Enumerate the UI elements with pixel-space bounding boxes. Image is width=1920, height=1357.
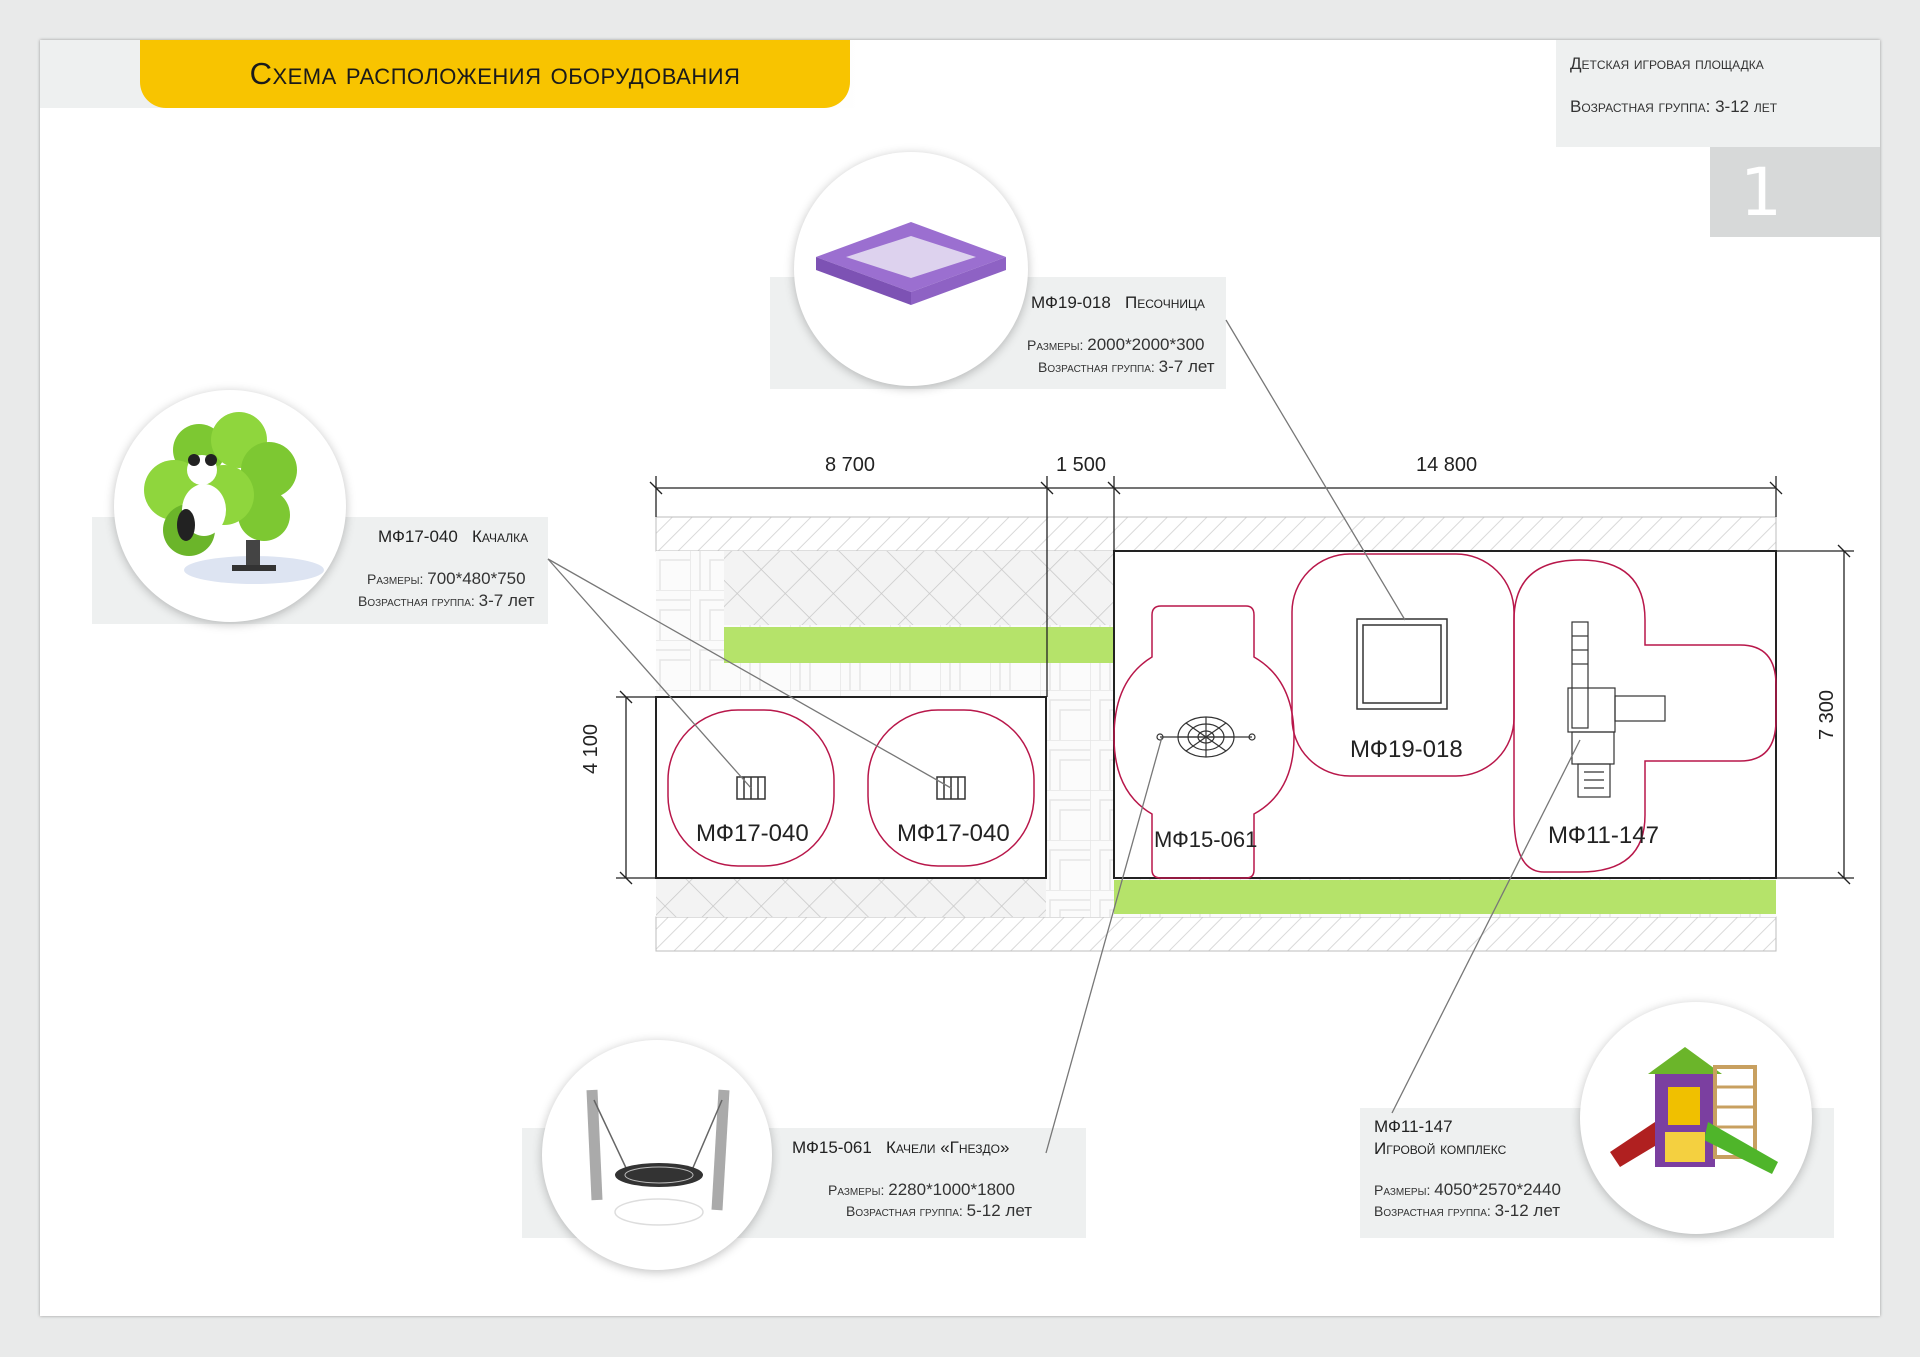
sandbox-size-label: Размеры: — [1027, 337, 1084, 353]
swing-image — [542, 1040, 772, 1270]
dim-top-right: 14 800 — [1416, 454, 1478, 476]
safety-zone-rocker-1 — [667, 709, 835, 867]
rocker-image — [114, 390, 346, 622]
zone-left — [655, 696, 1047, 879]
drawing-sheet: Схема расположения оборудования Детская … — [40, 40, 1880, 1316]
paving-top — [655, 516, 1777, 552]
dim-right: 7 300 — [1816, 689, 1838, 740]
info-line-1: Детская игровая площадка — [1570, 54, 1764, 73]
rocker-age-value: 3-7 лет — [478, 591, 535, 610]
complex-size-label: Размеры: — [1374, 1182, 1431, 1198]
rocker-name: Качалка — [472, 527, 529, 546]
swing-size-value: 2280*1000*1800 — [888, 1180, 1015, 1199]
sandbox-age-label: Возрастная группа: — [1038, 359, 1155, 375]
page-number: 1 — [1710, 147, 1880, 237]
sandbox-name: Песочница — [1125, 293, 1205, 312]
complex-code: МФ11-147 — [1374, 1117, 1453, 1136]
safety-zone-rocker-2 — [867, 709, 1035, 867]
sandbox-size: Размеры: 2000*2000*300 — [1027, 335, 1204, 355]
sandbox-icon — [816, 222, 1006, 305]
info-box: Детская игровая площадка Возрастная груп… — [1556, 40, 1880, 147]
swing-name: Качели «Гнездо» — [886, 1138, 1010, 1157]
crosshatch-area-top — [724, 551, 1114, 625]
plan-label-complex: МФ11-147 — [1548, 822, 1659, 849]
complex-symbol — [1567, 621, 1666, 798]
complex-size: Размеры: 4050*2570*2440 — [1374, 1180, 1561, 1200]
dim-top-mid: 1 500 — [1056, 454, 1107, 476]
rocker-symbol-2 — [936, 776, 966, 800]
plan-label-swing: МФ15-061 — [1154, 827, 1258, 852]
page-title: Схема расположения оборудования — [140, 40, 850, 108]
rocker-size-value: 700*480*750 — [427, 569, 526, 588]
safety-zone-complex — [1513, 559, 1777, 873]
sandbox-symbol — [1356, 618, 1448, 710]
plan-label-rocker-1: МФ17-040 — [696, 820, 809, 847]
play-complex-icon — [1610, 1047, 1778, 1174]
nest-swing-icon — [586, 1089, 730, 1226]
swing-age-label: Возрастная группа: — [846, 1203, 963, 1219]
swing-code: МФ15-061 — [792, 1138, 872, 1157]
grass-strip-left — [724, 627, 1114, 663]
complex-age-label: Возрастная группа: — [1374, 1203, 1491, 1219]
swing-size: Размеры: 2280*1000*1800 — [828, 1180, 1015, 1200]
swing-size-label: Размеры: — [828, 1182, 885, 1198]
rocker-code: МФ17-040 — [378, 527, 458, 546]
plan-label-rocker-2: МФ17-040 — [897, 820, 1010, 847]
sandbox-code: МФ19-018 — [1031, 293, 1111, 312]
dim-top-left: 8 700 — [825, 454, 876, 476]
swing-age: Возрастная группа: 5-12 лет — [846, 1201, 1032, 1221]
rocker-age-label: Возрастная группа: — [358, 593, 475, 609]
page-title-text: Схема расположения оборудования — [249, 56, 741, 91]
plan-label-sandbox: МФ19-018 — [1350, 736, 1463, 763]
rocker-title: МФ17-040 Качалка — [378, 527, 528, 547]
rocker-size: Размеры: 700*480*750 — [367, 569, 526, 589]
site-plan — [547, 319, 1854, 1154]
rocker-age: Возрастная группа: 3-7 лет — [358, 591, 535, 611]
swing-title: МФ15-061 Качели «Гнездо» — [792, 1138, 1009, 1158]
swing-age-value: 5-12 лет — [966, 1201, 1032, 1220]
paving-bottom — [655, 916, 1777, 952]
info-line-2: Возрастная группа: 3-12 лет — [1570, 97, 1778, 116]
complex-name: Игровой комплекс — [1374, 1139, 1507, 1158]
crosshatch-area-bottom — [656, 878, 1046, 917]
sandbox-size-value: 2000*2000*300 — [1087, 335, 1205, 354]
leader-lines — [547, 319, 1581, 1154]
swing-symbol — [1156, 716, 1256, 758]
sandbox-title: МФ19-018 Песочница — [1031, 293, 1205, 313]
sandbox-age: Возрастная группа: 3-7 лет — [1038, 357, 1215, 377]
complex-age: Возрастная группа: 3-12 лет — [1374, 1201, 1560, 1221]
dim-left: 4 100 — [580, 723, 602, 774]
complex-image — [1580, 1002, 1812, 1234]
rocker-size-label: Размеры: — [367, 571, 424, 587]
complex-age-value: 3-12 лет — [1494, 1201, 1560, 1220]
panda-rocker-icon — [144, 412, 324, 584]
complex-size-value: 4050*2570*2440 — [1434, 1180, 1561, 1199]
grass-strip-right — [1114, 880, 1776, 914]
safety-zone-swing — [1113, 605, 1295, 879]
dimension-lines — [616, 476, 1854, 885]
sandbox-image — [794, 152, 1028, 386]
sandbox-age-value: 3-7 лет — [1158, 357, 1215, 376]
